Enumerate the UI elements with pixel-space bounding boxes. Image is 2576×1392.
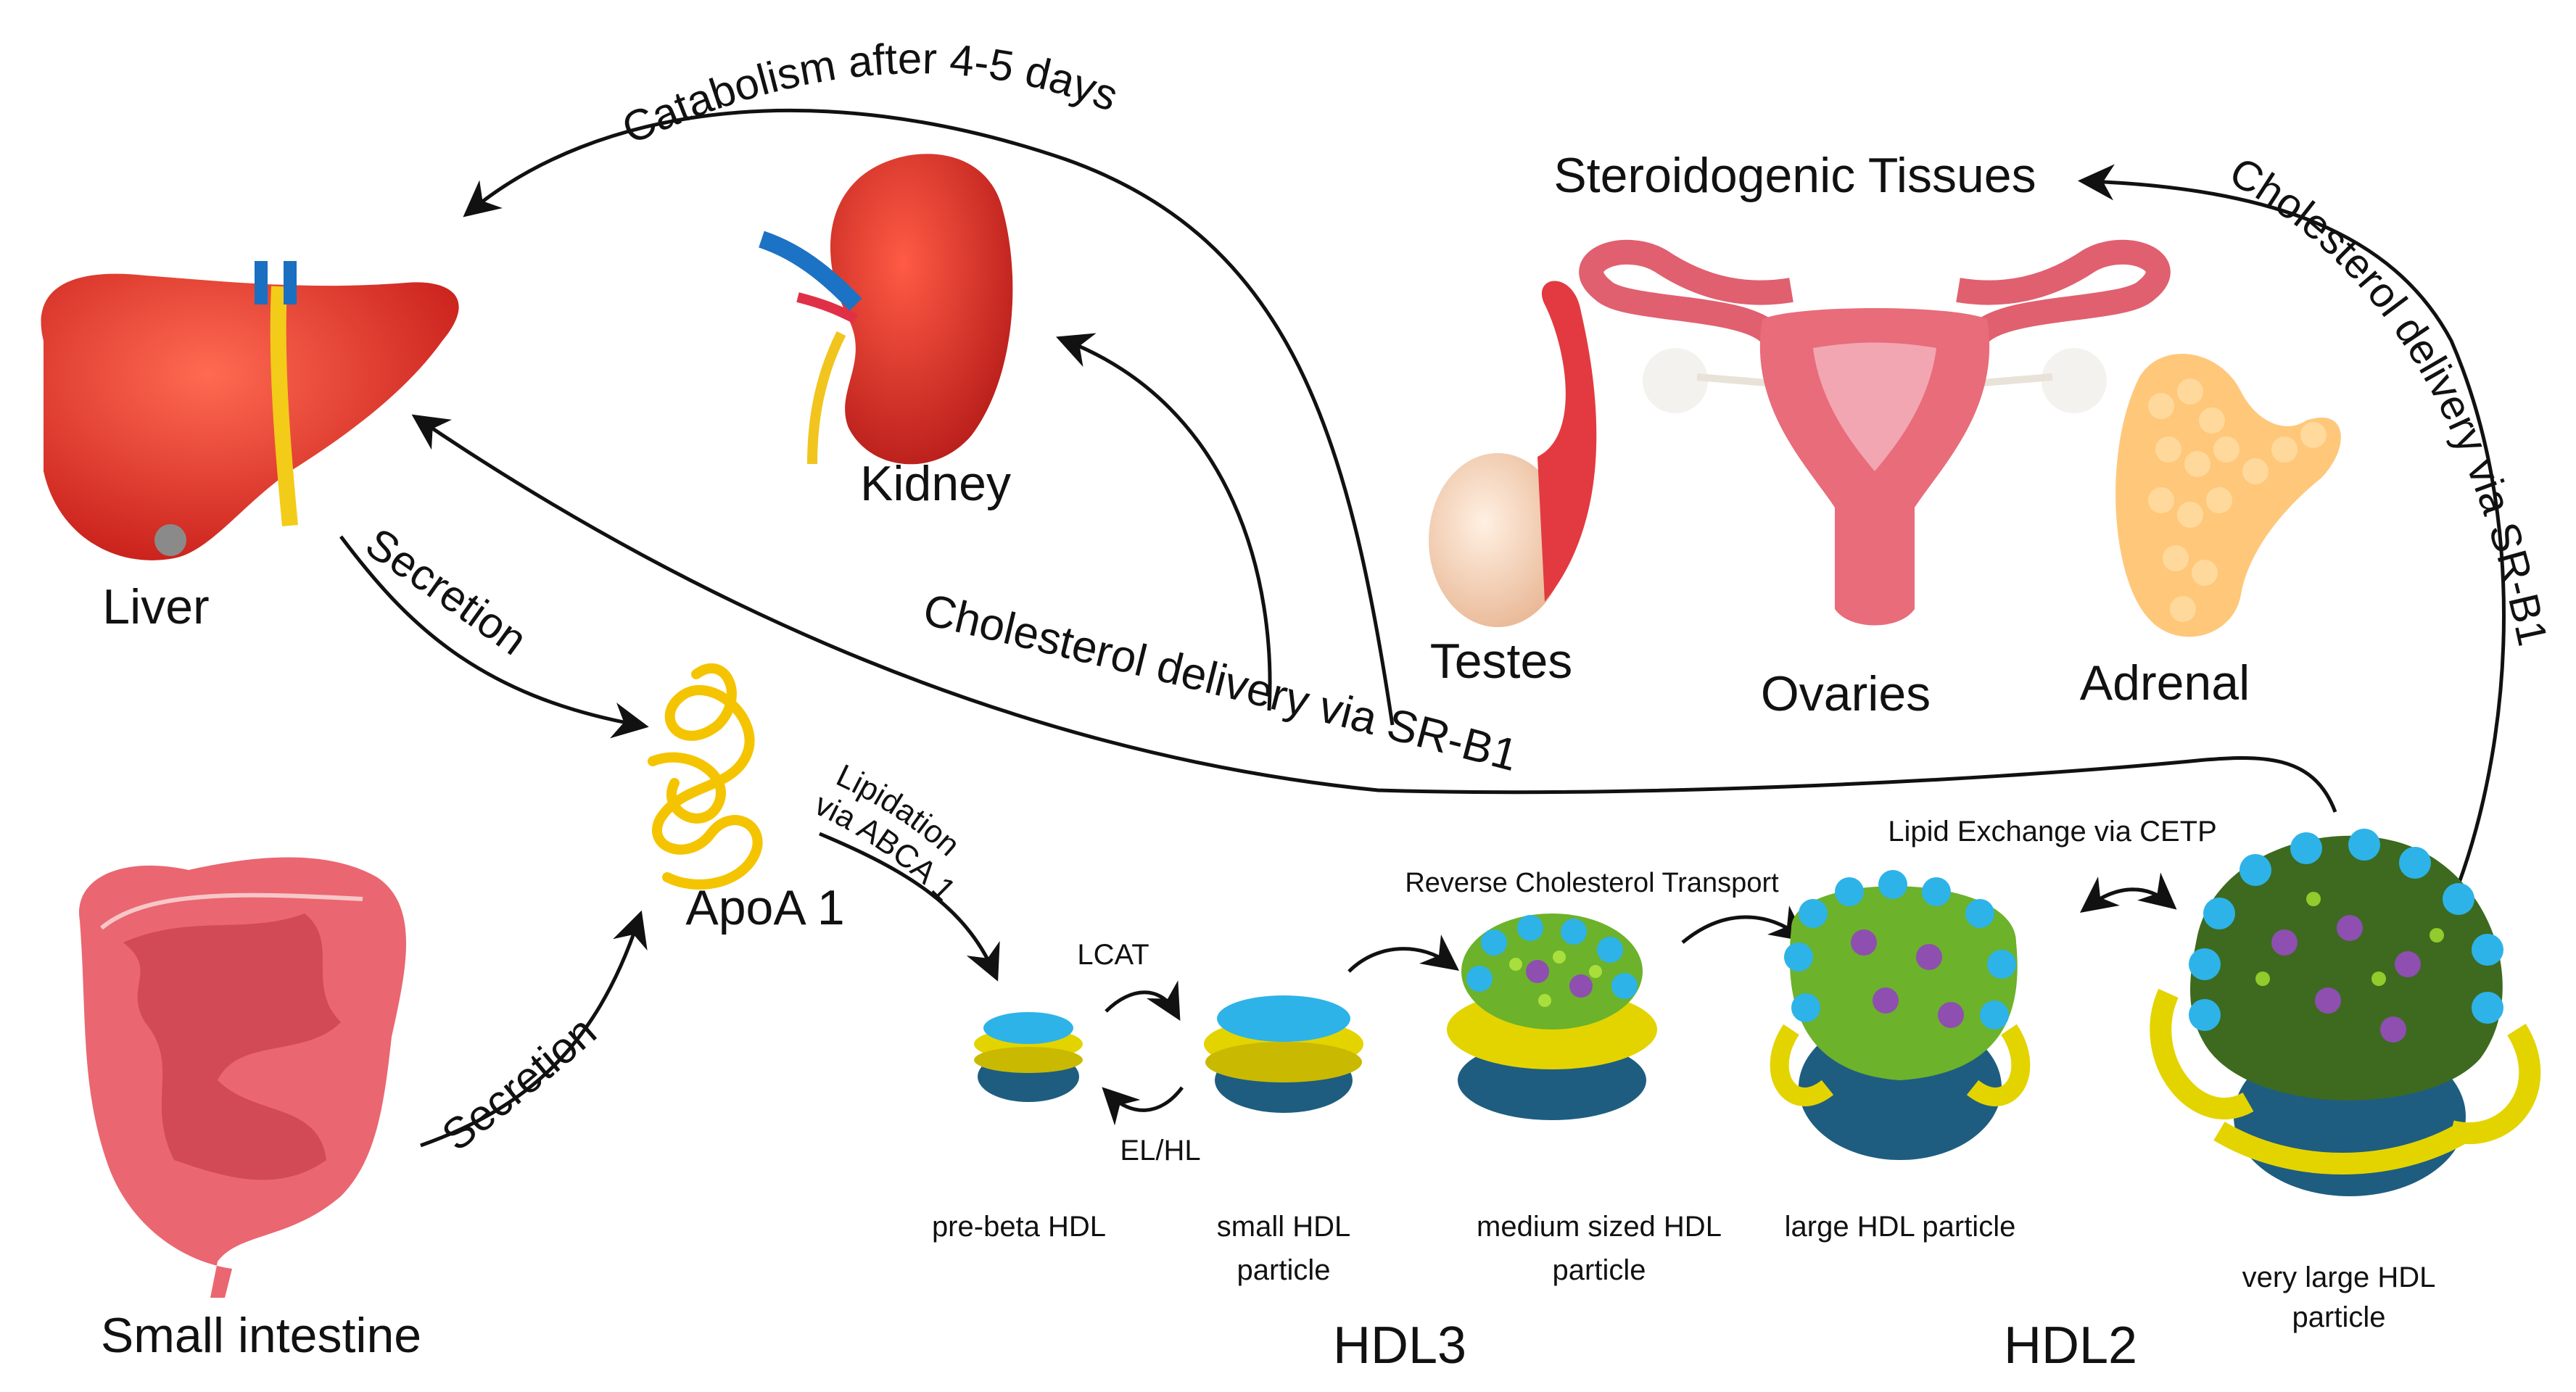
lipid-exchange-cetp-label: Lipid Exchange via CETP	[1888, 816, 2217, 848]
pre-beta-hdl-label: pre-beta HDL	[932, 1211, 1106, 1243]
lcat-label: LCAT	[1077, 939, 1149, 971]
small-hdl-label-line1: small HDL	[1217, 1211, 1350, 1243]
pre-beta-hdl-particle	[974, 1012, 1083, 1102]
secretion-intestine-arrow	[420, 910, 648, 1148]
small-to-medium-arrow	[1347, 935, 1460, 973]
el-hl-arrow	[1102, 1086, 1184, 1126]
small-intestine-label: Small intestine	[101, 1308, 421, 1363]
catabolism-label: Catabolism after 4-5 days	[615, 34, 1125, 153]
medium-hdl-label-line2: particle	[1553, 1254, 1646, 1286]
large-hdl-particle	[1770, 870, 2031, 1160]
ovaries-illustration	[1579, 239, 2171, 626]
liver-illustration	[41, 261, 459, 560]
small-intestine-illustration	[79, 857, 407, 1298]
medium-hdl-particle	[1447, 914, 1657, 1120]
secretion-liver-arrow	[339, 535, 649, 739]
small-hdl-particle	[1204, 995, 1363, 1113]
el-hl-label: EL/HL	[1120, 1135, 1200, 1167]
steroidogenic-tissues-label: Steroidogenic Tissues	[1553, 148, 2036, 203]
adrenal-label: Adrenal	[2080, 655, 2250, 710]
cholesterol-delivery-steroid-label: Cholesterol delivery via SR-B1	[2222, 148, 2556, 650]
catabolism-arrow	[463, 108, 1395, 726]
liver-label: Liver	[102, 579, 209, 634]
testes-illustration	[1429, 281, 1597, 627]
testes-label: Testes	[1430, 634, 1573, 689]
chol-delivery-steroid-arrow	[2078, 164, 2506, 885]
hdl3-label: HDL3	[1333, 1317, 1466, 1375]
apoa1-label: ApoA 1	[685, 880, 844, 935]
kidney-branch-arrow	[1056, 333, 1272, 711]
secretion-intestine-label: Secretion	[433, 1007, 606, 1161]
kidney-label: Kidney	[860, 456, 1011, 511]
arrows	[339, 108, 2506, 1148]
adrenal-illustration	[2115, 353, 2341, 637]
chol-delivery-liver-arrow	[411, 414, 2337, 813]
cetp-arrow-left	[2079, 877, 2170, 913]
lcat-arrow	[1105, 980, 1181, 1022]
ovaries-label: Ovaries	[1761, 666, 1931, 721]
hdl2-label: HDL2	[2004, 1317, 2137, 1375]
very-large-hdl-label-line1: very large HDL	[2242, 1262, 2436, 1293]
very-large-hdl-label-line2: particle	[2292, 1301, 2386, 1333]
large-hdl-label: large HDL particle	[1785, 1211, 2016, 1243]
reverse-cholesterol-transport-label: Reverse Cholesterol Transport	[1405, 868, 1779, 898]
medium-hdl-label-line1: medium sized HDL	[1477, 1211, 1722, 1243]
reverse-transport-arrow	[1681, 906, 1808, 944]
lipidation-arrow	[819, 832, 1000, 982]
small-hdl-label-line2: particle	[1237, 1254, 1331, 1286]
very-large-hdl-particle	[2150, 829, 2541, 1196]
apoa1-protein-illustration	[648, 663, 763, 890]
kidney-illustration	[759, 154, 1013, 465]
